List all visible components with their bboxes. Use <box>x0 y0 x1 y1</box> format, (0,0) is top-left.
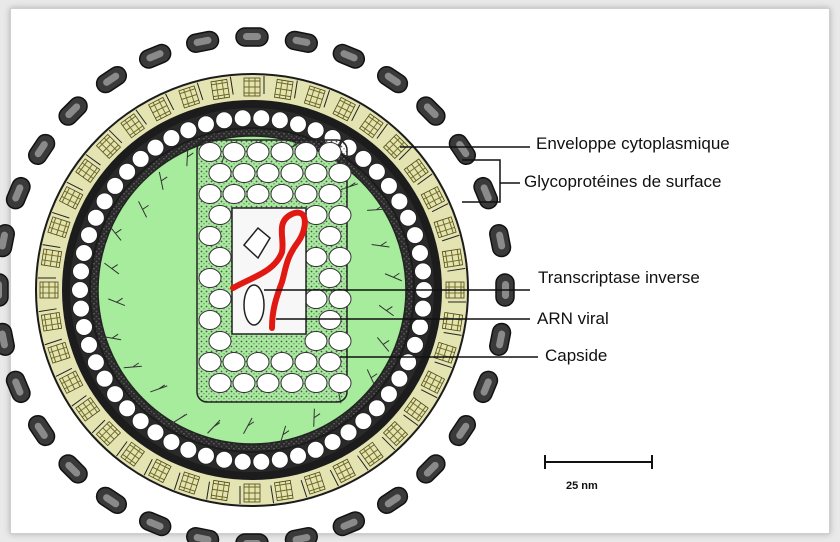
glycoprotein-spike <box>0 322 16 357</box>
glycoprotein-spike <box>471 175 500 211</box>
glycoprotein-spike <box>185 30 220 54</box>
glycoprotein-spike <box>236 534 268 542</box>
label-capsid: Capside <box>545 346 607 366</box>
glycoprotein-spike <box>0 274 8 306</box>
glycoprotein-spike <box>236 28 268 46</box>
glycoprotein-spike <box>137 42 173 71</box>
glycoprotein-spike <box>488 223 512 258</box>
scale-bar-label: 25 nm <box>566 480 598 492</box>
label-viral-rna: ARN viral <box>537 309 609 329</box>
glycoprotein-spike <box>446 131 479 168</box>
glycoprotein-spike <box>25 131 58 168</box>
glycoprotein-spike <box>55 451 90 486</box>
glycoprotein-spike <box>374 484 411 517</box>
glycoprotein-spike <box>4 175 33 211</box>
label-reverse-transcriptase: Transcriptase inverse <box>538 268 700 288</box>
glycoprotein-spike <box>0 223 16 258</box>
glycoprotein-spike <box>93 484 130 517</box>
glycoprotein-spike <box>4 369 33 405</box>
glycoprotein-spike <box>488 322 512 357</box>
glycoprotein-spike <box>331 509 367 538</box>
glycoprotein-spike <box>284 30 319 54</box>
glycoprotein-spike <box>93 63 130 96</box>
label-glycoproteins: Glycoprotéines de surface <box>524 172 722 192</box>
glycoprotein-spike <box>185 526 220 542</box>
glycoprotein-spike <box>374 63 411 96</box>
glycoprotein-spike <box>471 369 500 405</box>
glycoprotein-spike <box>446 412 479 449</box>
glycoprotein-spike <box>413 451 448 486</box>
glycoprotein-spike <box>137 509 173 538</box>
reverse-transcriptase-oval <box>244 285 264 325</box>
glycoprotein-spike <box>331 42 367 71</box>
glycoprotein-spike <box>284 526 319 542</box>
glycoprotein-spike <box>25 412 58 449</box>
glycoprotein-spike <box>55 93 90 128</box>
label-envelope: Enveloppe cytoplasmique <box>536 134 730 154</box>
glycoprotein-spike <box>413 93 448 128</box>
scale-bar <box>545 455 652 469</box>
